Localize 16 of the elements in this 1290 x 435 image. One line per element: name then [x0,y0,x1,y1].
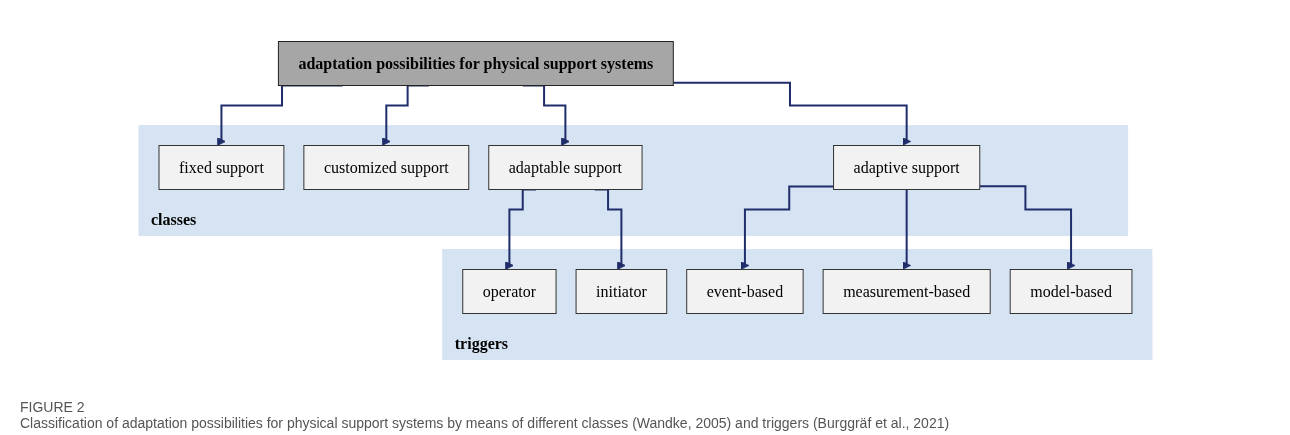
node-box: fixed support [158,145,284,190]
node-box: customized support [302,145,469,190]
node-box: operator [461,269,557,314]
node-box: initiator [575,269,667,314]
arrow [978,185,1075,270]
arrow [901,188,911,270]
caption: Classification of adaptation possibilities for physical support systems by means of different classes (Wandke, 2005) and triggers (Burggräf et al., 2021) [20,415,951,431]
node-box: adaptable support [487,145,643,190]
node-box: event-based [685,269,804,314]
node-box: model-based [1009,269,1132,314]
node-box: measurement-based [822,269,991,314]
arrow [740,185,835,270]
node-box: adaptation possibilities for physical support systems [277,41,674,86]
figure-label: FIGURE 2 [20,399,86,415]
arrow [671,81,911,146]
node-box: adaptive support [832,145,980,190]
